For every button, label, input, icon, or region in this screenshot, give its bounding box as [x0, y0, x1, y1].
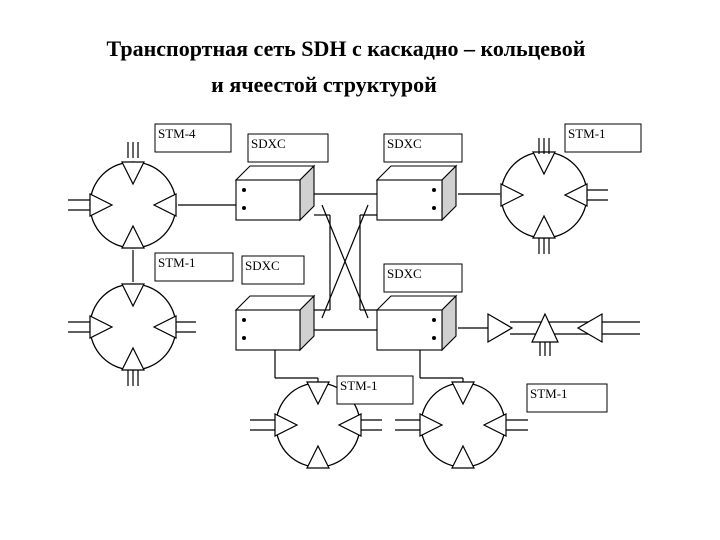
- ring-stm1-left-bottom: [89, 283, 177, 387]
- label-box-stm4: [154, 123, 232, 153]
- connection-lines: [68, 189, 640, 431]
- sdxc-box-2: [375, 164, 458, 222]
- label-box-sdxc-2: [383, 133, 463, 163]
- label-stm1-bottom-right: STM-1: [530, 386, 568, 401]
- label-stm4: STM-4: [158, 126, 196, 141]
- label-box-sdxc-3: [241, 255, 305, 285]
- label-box-stm1-left-mid: [154, 252, 234, 282]
- label-box-stm1-right-top: [564, 123, 642, 153]
- label-stm1-left-mid: STM-1: [158, 255, 196, 270]
- sdxc-box-3: [234, 294, 316, 352]
- label-sdxc-3: SDXC: [245, 258, 280, 273]
- diagram-title-line1: Транспортная сеть SDH с каскадно – кольц…: [106, 36, 586, 61]
- ring-stm1-bottom-right: [419, 381, 507, 469]
- label-sdxc-2: SDXC: [387, 136, 422, 151]
- label-sdxc-1: SDXC: [251, 136, 286, 151]
- label-stm1-right-top: STM-1: [568, 126, 606, 141]
- ring-stm1-right-top: [500, 137, 588, 255]
- ring-stm4-left-top: [89, 141, 177, 249]
- sdxc-box-1: [234, 164, 316, 222]
- label-box-sdxc-4: [383, 263, 463, 293]
- sdxc-box-4: [375, 294, 458, 352]
- label-box-stm1-bottom-mid: [336, 375, 414, 405]
- label-box-sdxc-1: [247, 133, 329, 163]
- label-sdxc-4: SDXC: [387, 266, 422, 281]
- label-stm1-bottom-mid: STM-1: [340, 378, 378, 393]
- diagram-title-line2: и ячеестой структурой: [211, 72, 437, 97]
- linear-chain: [487, 312, 603, 356]
- label-box-stm1-bottom-right: [526, 383, 608, 413]
